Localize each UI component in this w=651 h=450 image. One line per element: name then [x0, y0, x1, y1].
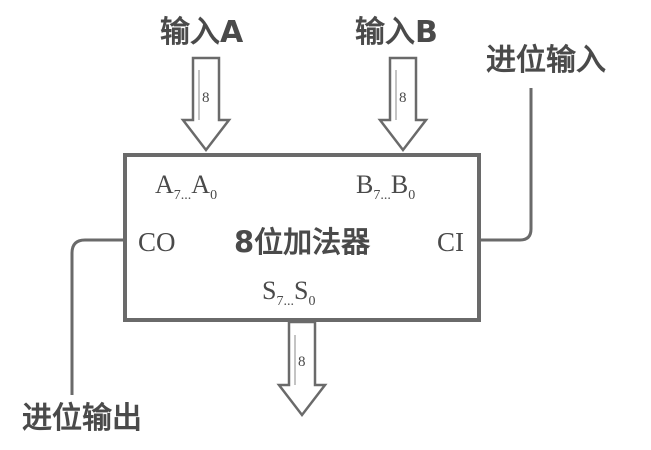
carry-in-wire: [479, 88, 533, 242]
carry-in-label: 进位输入: [486, 43, 606, 78]
adder-title: 8位加法器: [234, 225, 371, 259]
input-b-label: 输入B: [355, 15, 438, 50]
port-b-label: B7...B0: [356, 170, 415, 203]
port-ci-label: CI: [437, 227, 464, 257]
input-a-bus-arrow: [180, 56, 232, 153]
carry-out-label: 进位输出: [22, 401, 142, 436]
sum-bus-width: 8: [298, 354, 306, 370]
sum-bus-arrow: [276, 320, 328, 418]
port-s-label: S7...S0: [262, 276, 315, 309]
port-a-label: A7...A0: [155, 170, 217, 203]
input-a-label: 输入A: [160, 15, 244, 50]
input-a-bus-width: 8: [202, 90, 210, 106]
adder-block: [123, 153, 481, 322]
input-b-bus-width: 8: [399, 90, 407, 106]
input-b-bus-arrow: [377, 56, 429, 153]
carry-out-wire: [70, 238, 125, 395]
input-a-label-text: 输入A: [160, 15, 244, 50]
port-co-label: CO: [138, 227, 176, 257]
input-b-label-text: 输入B: [355, 15, 438, 50]
